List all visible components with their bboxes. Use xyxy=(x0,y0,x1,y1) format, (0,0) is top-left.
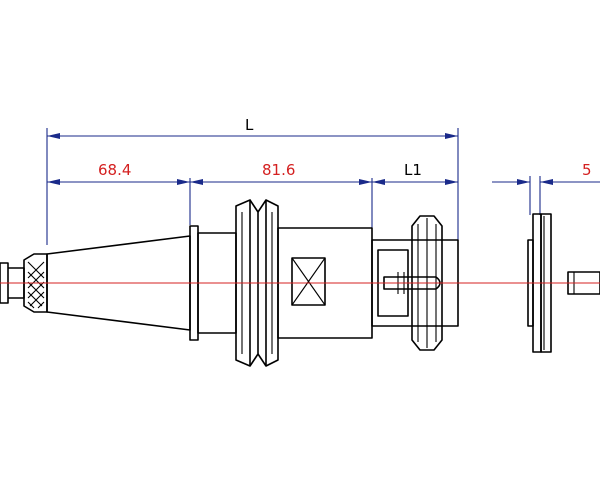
flange-thickness-label: 5 xyxy=(582,161,592,179)
taper-length-label: 68.4 xyxy=(98,161,131,179)
overall-length-label: L xyxy=(245,116,254,134)
drive-key-symbol xyxy=(291,257,326,306)
body-length-label: 81.6 xyxy=(262,161,295,179)
knurl-pattern xyxy=(27,261,45,309)
dimension-lines xyxy=(46,128,600,245)
nose-length-label: L1 xyxy=(404,161,422,179)
